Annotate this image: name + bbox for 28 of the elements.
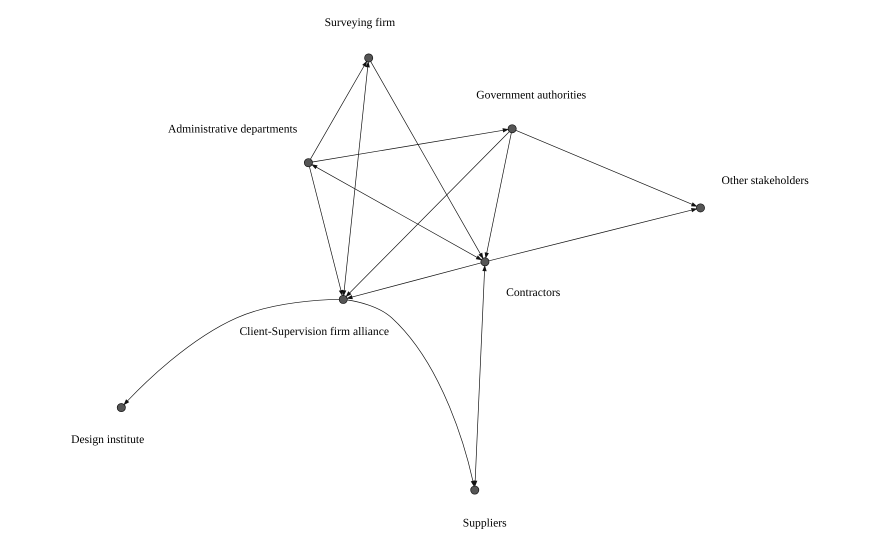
arrow — [342, 61, 370, 296]
node-circle — [364, 54, 374, 62]
node-circle — [116, 403, 126, 412]
arrow — [516, 130, 698, 207]
arrow — [346, 262, 482, 300]
arrow — [312, 128, 509, 162]
arrow — [311, 164, 482, 260]
node-circle — [696, 203, 705, 212]
node-label: Client-Supervision firm alliance — [239, 325, 390, 338]
arrow — [484, 132, 512, 259]
arrow — [310, 60, 368, 160]
arrow — [370, 61, 484, 260]
node-circle — [304, 158, 313, 168]
arrow — [123, 299, 340, 406]
arrow — [346, 131, 510, 298]
node-label: Surveying firm — [324, 16, 396, 29]
node-circle — [508, 124, 517, 134]
node-label: Contractors — [506, 286, 560, 299]
node-circle — [338, 294, 348, 304]
node-circle — [470, 486, 480, 494]
arrow — [347, 300, 475, 487]
node-label: Suppliers — [462, 516, 507, 530]
node-label: Other stakeholders — [721, 174, 809, 188]
node-label: Government authorities — [476, 88, 586, 102]
node-label: Administrative departments — [168, 122, 298, 136]
node-circle — [480, 257, 490, 266]
node-label: Design institute — [71, 433, 144, 446]
arrow — [488, 208, 698, 262]
